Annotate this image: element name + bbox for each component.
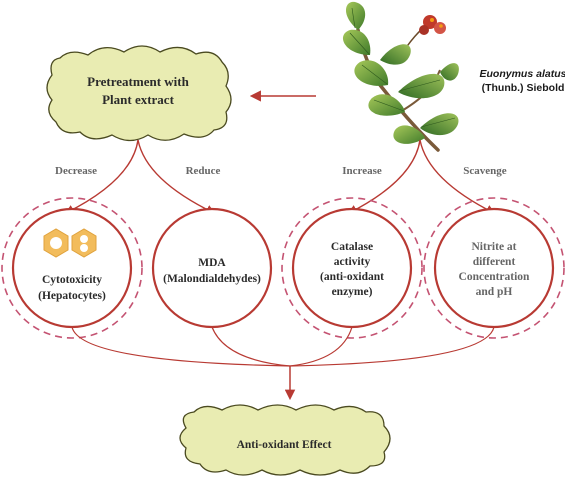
pretreatment-cloud-shape (46, 45, 232, 142)
outcome-cloud-shape (179, 404, 391, 476)
circle-mda: MDA (Malondialdehydes) (151, 207, 273, 329)
plant-illustration: Euonymus alatus (Thunb.) Siebold (342, 1, 565, 152)
leaf-mid-left (354, 60, 389, 86)
outcome-label: Anti-oxidant Effect (237, 439, 332, 451)
plant-berry-seed (430, 18, 434, 22)
plant-berry-seed (439, 24, 443, 28)
leaf-upper-left (342, 29, 371, 55)
converging-lines (71, 326, 495, 401)
plant-berry (423, 15, 437, 29)
leaf-vein (351, 7, 356, 29)
converge-from-mda (211, 326, 291, 367)
leaf-bottom (393, 125, 425, 144)
label-scavenge: Scavenge (463, 165, 507, 177)
solid-ring (433, 207, 555, 329)
species-author: (Thunb.) Siebold (482, 82, 565, 94)
pretreatment-line1: Pretreatment with (87, 74, 189, 89)
leaf-vein (373, 99, 405, 112)
circle-cytotoxicity: Cytotoxicity (Hepatocytes) (1, 197, 143, 339)
dashed-ring (281, 197, 423, 339)
catalase-line1: Catalase (331, 241, 373, 253)
converge-from-cytotoxicity (71, 326, 291, 367)
leaf-vein (349, 32, 370, 55)
plant-berry (419, 25, 429, 35)
circle-catalase: Catalase activity (anti-oxidant enzyme) (281, 197, 423, 339)
branch-increase (347, 139, 421, 214)
effect-branches: Decrease Reduce Increase Scavenge (55, 139, 507, 214)
leaf-side (440, 63, 459, 81)
branch-scavenge (419, 139, 496, 214)
outcome-cloud: Anti-oxidant Effect (179, 404, 391, 476)
converge-from-catalase (289, 326, 353, 367)
catalase-line4: enzyme) (332, 286, 373, 298)
nitrite-line4: and pH (476, 286, 513, 298)
nitrite-line2: different (473, 256, 516, 268)
cytotoxicity-line2: (Hepatocytes) (38, 290, 106, 302)
leaf-lower-right (420, 113, 459, 136)
leaf-lower-left (368, 94, 405, 116)
leaf-top (345, 1, 366, 30)
dashed-ring (423, 197, 565, 339)
solid-ring (291, 207, 413, 329)
mda-line1: MDA (198, 257, 226, 269)
label-reduce: Reduce (186, 165, 221, 177)
dashed-ring (1, 197, 143, 339)
branch-decrease (64, 139, 139, 214)
species-name: Euonymus alatus (480, 68, 565, 80)
leaf-vein (398, 79, 441, 92)
converge-from-nitrite (289, 326, 495, 367)
catalase-line3: (anti-oxidant (320, 271, 384, 283)
nitrite-line3: Concentration (459, 271, 531, 283)
solid-ring (11, 207, 133, 329)
leaf-upper-right (380, 44, 411, 65)
pretreatment-line2: Plant extract (102, 92, 175, 107)
label-decrease: Decrease (55, 165, 97, 177)
pretreatment-cloud: Pretreatment with Plant extract (46, 45, 232, 142)
leaf-mid-right (398, 73, 445, 99)
plant-berry (434, 22, 446, 34)
circle-nitrite: Nitrite at different Concentration and p… (423, 197, 565, 339)
leaf-vein (420, 117, 456, 128)
label-increase: Increase (342, 165, 382, 177)
mda-line2: (Malondialdehydes) (163, 273, 261, 285)
leaf-vein (361, 64, 388, 85)
branch-reduce (137, 139, 216, 214)
hepatocyte-icon (43, 228, 97, 258)
cytotoxicity-line1: Cytotoxicity (42, 274, 102, 286)
catalase-line2: activity (334, 256, 371, 268)
nitrite-line1: Nitrite at (471, 241, 516, 253)
